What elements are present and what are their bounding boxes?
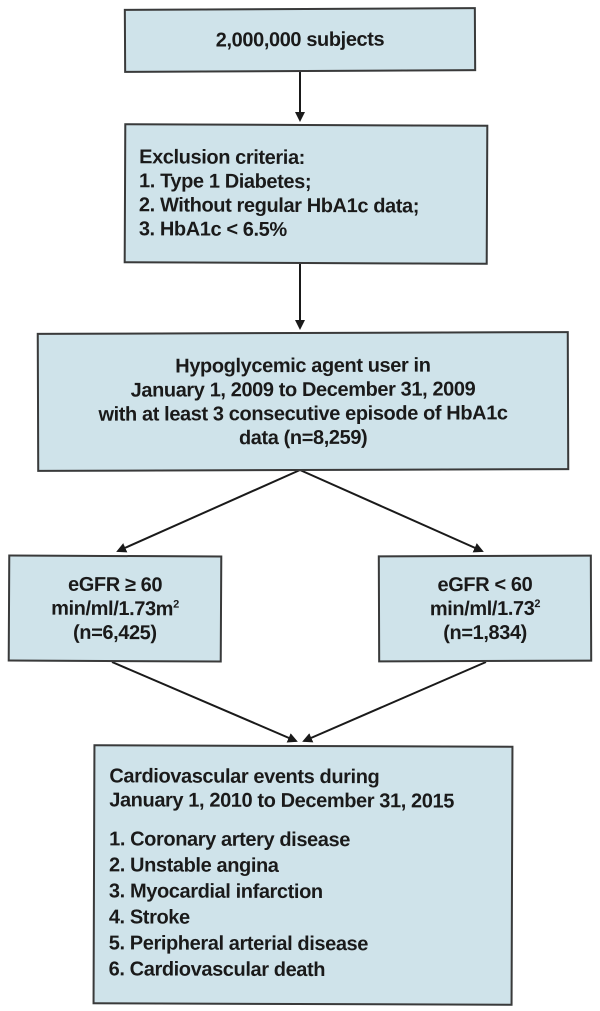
event-item-cv-death: 6. Cardiovascular death xyxy=(108,958,326,982)
event-item-pad: 5. Peripheral arterial disease xyxy=(108,932,369,956)
exclusion-item-1: 1. Type 1 Diabetes; xyxy=(139,170,312,194)
egfr-low-label: eGFR < 60 xyxy=(437,573,533,596)
cohort-line-4: data (n=8,259) xyxy=(238,426,368,449)
arrow-egfr-high-to-events xyxy=(111,661,298,743)
event-item-angina: 2. Unstable angina xyxy=(108,854,279,877)
arrow-cohort-to-egfr-low xyxy=(299,469,484,553)
cohort-line-3: with at least 3 consecutive episode of H… xyxy=(98,401,508,426)
exclusion-title: Exclusion criteria: xyxy=(139,146,306,169)
subjects-text: 2,000,000 subjects xyxy=(215,28,385,52)
event-item-coronary: 1. Coronary artery disease xyxy=(109,828,351,852)
events-heading-1: Cardiovascular events during xyxy=(109,765,380,789)
egfr-high-unit: min/ml/1.73m2 xyxy=(51,597,179,620)
event-item-stroke: 4. Stroke xyxy=(108,906,190,929)
egfr-high-box: eGFR ≥ 60 min/ml/1.73m2 (n=6,425) xyxy=(7,554,223,663)
egfr-low-box: eGFR < 60 min/ml/1.732 (n=1,834) xyxy=(377,554,593,663)
egfr-high-label: eGFR ≥ 60 xyxy=(68,573,163,596)
event-item-infarction: 3. Myocardial infarction xyxy=(108,880,323,904)
exclusion-item-2: 2. Without regular HbA1c data; xyxy=(138,194,420,218)
cohort-line-1: Hypoglycemic agent user in xyxy=(175,354,431,377)
cohort-line-2: January 1, 2009 to December 31, 2009 xyxy=(130,377,476,402)
egfr-high-count: (n=6,425) xyxy=(72,621,157,644)
egfr-low-unit: min/ml/1.732 xyxy=(429,597,541,620)
exclusion-criteria-box: Exclusion criteria: 1. Type 1 Diabetes; … xyxy=(123,123,489,265)
events-heading-2: January 1, 2010 to December 31, 2015 xyxy=(109,789,455,813)
exclusion-item-3: 3. HbA1c < 6.5% xyxy=(138,218,287,241)
cohort-box: Hypoglycemic agent user in January 1, 20… xyxy=(36,331,570,472)
egfr-low-count: (n=1,834) xyxy=(443,621,527,644)
arrow-cohort-to-egfr-high xyxy=(116,469,301,553)
arrow-egfr-low-to-events xyxy=(302,661,487,743)
cardiovascular-events-box: Cardiovascular events during January 1, … xyxy=(92,744,514,1006)
subjects-box: 2,000,000 subjects xyxy=(123,7,477,73)
